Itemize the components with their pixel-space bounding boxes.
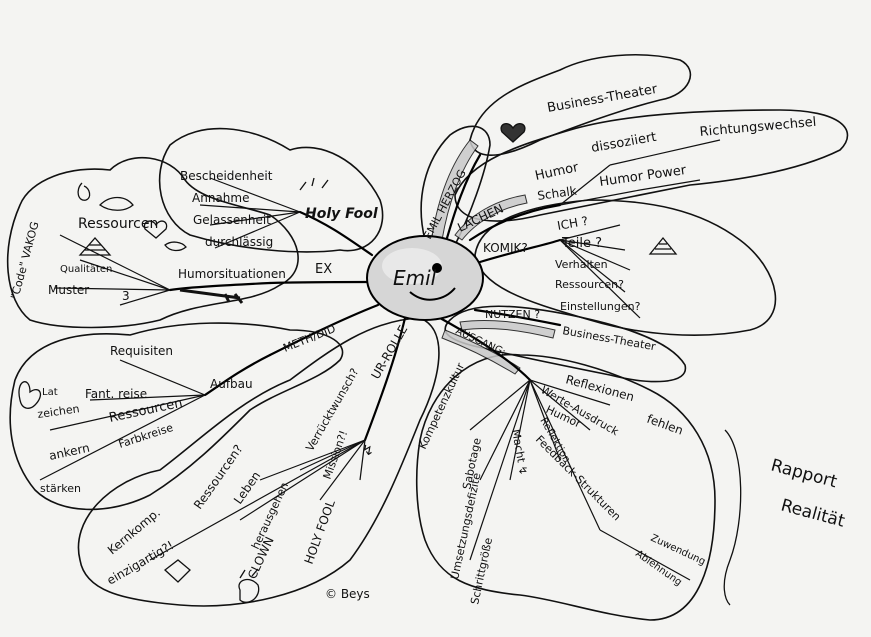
schalk-label: Schalk [536,184,577,203]
branch-lines [168,153,562,442]
clown-label: CLOWN [245,535,277,582]
cloud-top-right-humor [454,109,849,222]
cloud-right-low [415,353,716,621]
ex-label: EX [315,262,332,277]
doodles [18,122,678,603]
holy-fool-label: Holy Fool [305,206,378,222]
zeichen-label: zeichen [37,402,81,421]
cloud-left-mid [6,156,299,329]
nutzen-label: NUTZEN ? [485,308,540,321]
humorsituationen-label: Humorsituationen [178,267,286,281]
staerken-label: stärken [40,482,81,495]
band-emil-herzog [431,139,479,241]
teile-label: Teile ? [561,236,602,251]
cloud-left-low [9,322,344,511]
branch-aufbau [203,353,272,397]
branch-ex [268,280,370,285]
cloud-outlines [6,54,849,621]
leben-label: Leben [231,469,263,507]
center-node: Emil [366,235,484,321]
heart-icon [500,122,526,143]
gelassenheit-label: Gelassenheit [193,213,271,227]
annahme-label: Annahme [192,191,249,205]
sub-lines [39,139,721,581]
humor-power-label: Humor Power [598,163,687,190]
fehlen-label: fehlen [645,412,685,438]
band-nutzen [459,319,556,339]
business-theater-top-label: Business-Theater [546,82,659,116]
clown-face-icon [238,568,260,603]
diamond-icon [163,559,191,583]
bescheidenheit-label: Bescheidenheit [180,169,273,183]
shaded-bands [431,139,556,375]
durchlaessig-label: durchlässig [205,235,273,249]
band-ausgang [441,329,521,375]
code-vakog-label: "Code" VAKOG [8,220,41,301]
rapport-label: Rapport [769,456,840,493]
muster-label: Muster [48,283,89,297]
feedback-label: Feedback-Strukturen [533,433,623,523]
pyramid-right-icon [648,236,678,255]
qualitaeten-label: Qualitäten [60,264,112,275]
lat-label: Lat [42,387,58,398]
verhalten-label: Verhalten [555,258,608,271]
fant-reise-label: Fant. reise [85,387,147,401]
smile-icon [409,287,456,301]
richtungswechsel-label: Richtungswechsel [699,115,817,140]
lachen-label: LACHEN [455,201,505,234]
reflexionen-label: Reflexionen [564,372,636,404]
realitaet-label: Realität [779,496,847,532]
business-theater-right-label: Business-Theater [561,324,657,353]
ich-label: ICH ? [556,214,589,233]
labels: Holy Fool Bescheidenheit Annahme Gelasse… [8,82,847,606]
branch-meth [268,303,380,357]
holy-fool-bottom-label: HOLY FOOL [302,498,338,566]
humor-label: Humor [534,160,581,184]
cloud-right-komik [474,199,777,336]
branch-emil-herzog [443,153,482,247]
mouth-icon [164,241,187,252]
sun-rays-icon [299,177,329,191]
cloud-bottom-left [77,317,440,607]
ear-icon [77,182,91,201]
branch-komik [478,238,562,264]
meth-did-label: METH/DID [281,322,337,355]
branch-ur-rolle [363,316,407,442]
heart-outline-icon [143,220,168,239]
three-label: 3 [122,289,130,303]
margin-brace [723,429,742,606]
einstellungen-label: Einstellungen? [560,300,641,313]
key-icon [179,288,244,304]
rabbit-icon [18,381,42,409]
kompetenzkultur-label: Kompetenzkultur [416,361,468,452]
schrittgroesse-label: Schrittgröße [468,536,495,605]
aufbau-label: Aufbau [210,377,253,391]
branch-lachen [468,203,562,242]
eye-doodle-icon [98,196,134,211]
requisiten-label: Requisiten [110,344,173,358]
center-label: Emil [393,266,437,290]
dissoziiert-label: dissoziiert [590,130,657,156]
ressourcen-right-label: Ressourcen? [555,278,624,291]
pyramid-icon [78,237,112,256]
branch-nutzen [473,308,562,327]
arrow-label: ↯ [362,443,374,459]
cloud-left-top [158,127,384,253]
ressourcen-left-label: Ressourcen [78,216,158,232]
komik-label: KOMIK? [483,241,528,255]
eye-icon [432,263,442,273]
branch-ausgang [438,316,532,382]
band-lachen [454,194,528,241]
branch-humorsituationen [168,281,272,292]
signature: © Beys [325,587,370,601]
ankern-label: ankern [48,441,91,463]
branch-holy-fool [298,210,374,257]
